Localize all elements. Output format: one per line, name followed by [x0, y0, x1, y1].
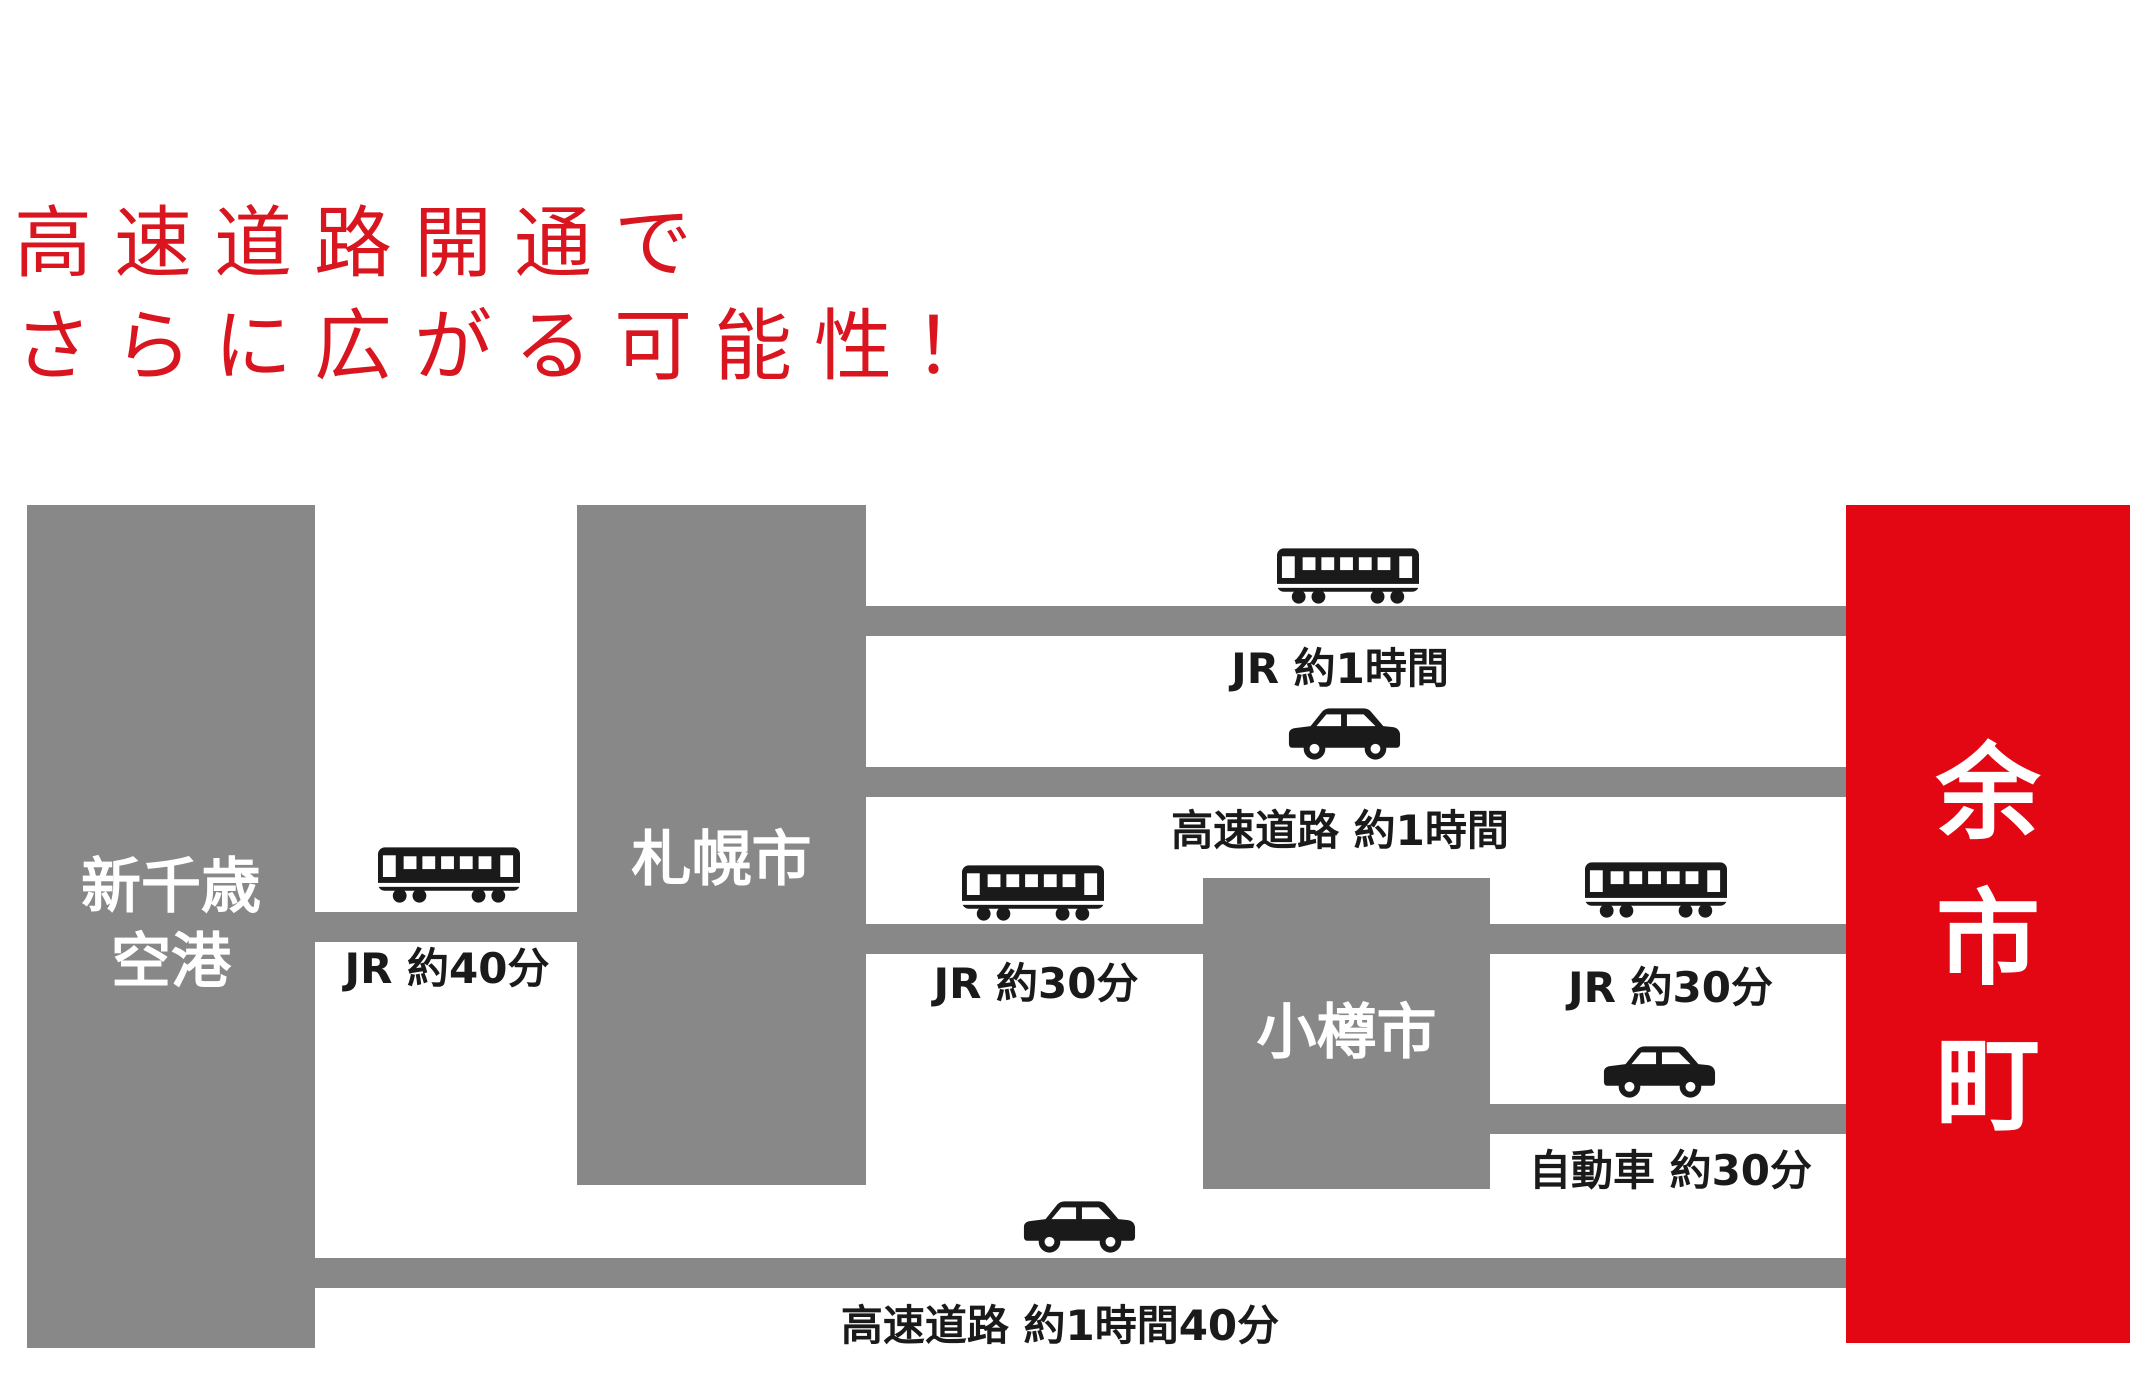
- node-shin-chitose-label: 新千歳 空港: [27, 850, 315, 1000]
- train-icon: [1277, 548, 1419, 606]
- route-bar-chitose-sapporo-jr: [314, 912, 580, 942]
- route-bar-sapporo-yoichi-expressway: [866, 767, 1851, 797]
- car-icon: [1285, 706, 1403, 762]
- node-yoichi-label: 余 市 町: [1846, 720, 2130, 1158]
- route-bar-sapporo-yoichi-jr: [866, 606, 1851, 636]
- node-otaru-label: 小樽市: [1256, 998, 1437, 1068]
- node-yoichi-char-3: 町: [1935, 1024, 2040, 1146]
- node-sapporo: 札幌市: [577, 505, 866, 1185]
- train-icon: [962, 865, 1104, 923]
- headline-line-2: さらに広がる可能性！: [14, 302, 1015, 392]
- node-yoichi-char-2: 市: [1935, 878, 2040, 1000]
- node-shin-chitose-label-line-2: 空港: [111, 927, 231, 997]
- node-otaru: 小樽市: [1203, 878, 1490, 1189]
- headline-line-1: 高速道路開通で: [14, 199, 715, 289]
- route-label-chitose-sapporo-jr: JR 約40分: [344, 944, 550, 993]
- route-label-sapporo-yoichi-jr: JR 約1時間: [1231, 644, 1449, 693]
- train-icon: [1585, 862, 1727, 920]
- node-sapporo-label: 札幌市: [631, 825, 812, 895]
- node-shin-chitose-airport: 新千歳 空港: [27, 505, 315, 1348]
- car-icon: [1600, 1044, 1718, 1100]
- car-icon: [1020, 1199, 1138, 1255]
- node-yoichi-char-1: 余: [1935, 732, 2040, 854]
- route-bar-sapporo-otaru-jr: [866, 924, 1206, 954]
- train-icon: [378, 847, 520, 905]
- route-label-otaru-yoichi-car: 自動車 約30分: [1528, 1146, 1813, 1195]
- node-yoichi-town: 余 市 町: [1846, 505, 2130, 1343]
- route-bar-otaru-yoichi-car: [1490, 1104, 1851, 1134]
- route-bar-chitose-yoichi-expressway: [314, 1258, 1851, 1288]
- route-bar-otaru-yoichi-jr: [1490, 924, 1851, 954]
- route-label-sapporo-otaru-jr: JR 約30分: [933, 959, 1139, 1008]
- route-label-sapporo-yoichi-expressway: 高速道路 約1時間: [1171, 806, 1509, 855]
- route-label-otaru-yoichi-jr: JR 約30分: [1567, 963, 1774, 1012]
- route-label-chitose-yoichi-expressway: 高速道路 約1時間40分: [840, 1301, 1280, 1350]
- node-shin-chitose-label-line-1: 新千歳: [81, 852, 261, 922]
